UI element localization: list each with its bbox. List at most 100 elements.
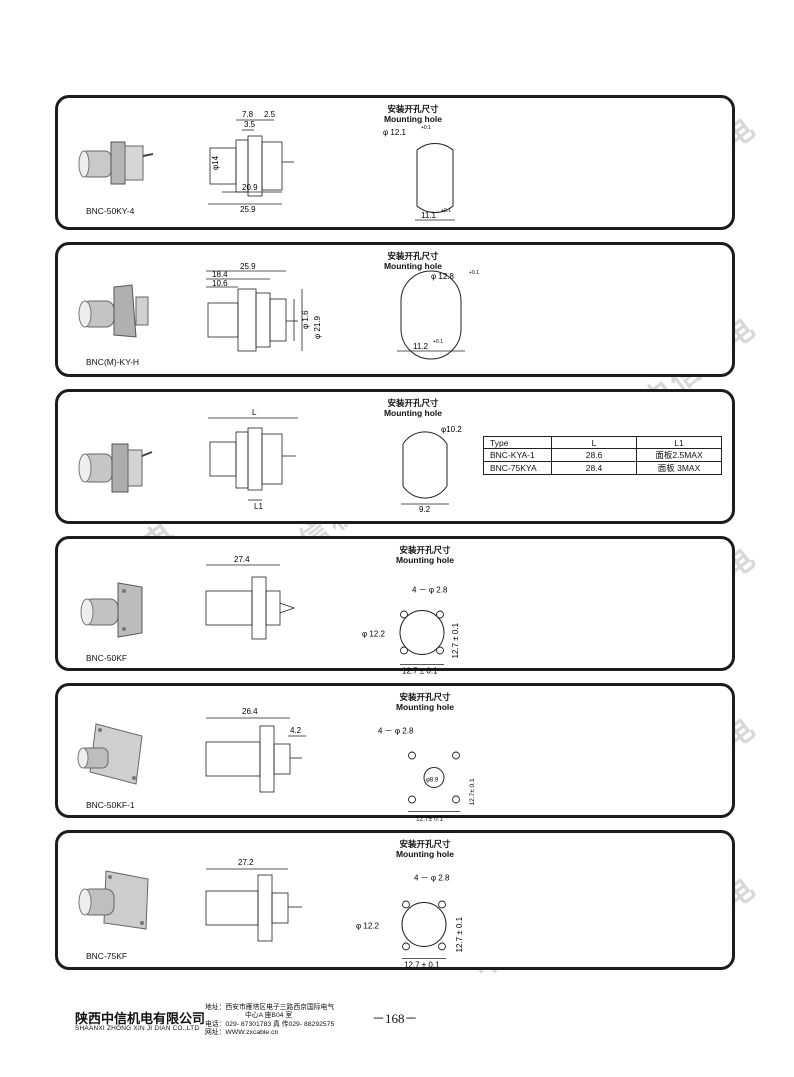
product-card-bnc-75kf: BNC-75KF 27.2 安装开孔尺寸 Mounting hole 4 － φ… [55, 830, 735, 970]
hole-dim: 12.7 ± 0.1 [455, 916, 464, 952]
hole-dim: 9.2 [419, 505, 431, 514]
table-cell: BNC-KYA-1 [483, 448, 552, 462]
dimension-drawing: L L1 [208, 408, 298, 511]
hole-dim: 12.7 ± 0.1 [402, 667, 438, 676]
mounting-hole-drawing: 4 － φ 2.8 φ 12.2 12.7 ± 0.1 12.7 ± 0.1 [356, 874, 464, 970]
mounting-hole-title: 安装开孔尺寸 Mounting hole [358, 251, 468, 271]
page-number: －168－ [372, 1011, 418, 1026]
dimension-drawing: 25.9 18.4 10.6 φ 1.6 φ 21.9 [206, 262, 322, 352]
hole-dim: 4 － φ 2.8 [378, 727, 414, 736]
model-label: BNC-75KF [86, 951, 128, 961]
mounting-hole-title: 安装开孔尺寸 Mounting hole [370, 545, 480, 565]
dim-label: 4.2 [290, 726, 302, 735]
dimension-drawing: 26.4 4.2 [205, 707, 306, 793]
hole-dim: 12.7 ± 0.1 [404, 961, 440, 970]
dim-label: 27.4 [234, 555, 250, 564]
mounting-title-cn: 安装开孔尺寸 [387, 104, 439, 114]
table-cell: 28.4 [551, 461, 637, 475]
mounting-title-cn: 安装开孔尺寸 [399, 545, 451, 555]
address-line: 地址：西安市雁塔区电子三路西京国际电气 [205, 1004, 335, 1011]
phone-line: 电话：029- 87301783 真 传029- 88292575 [205, 1020, 335, 1028]
hole-dim: φ 12.2 [362, 630, 386, 639]
hole-tol: +0.1 [441, 208, 451, 214]
hole-dim: φ 12.8 [431, 272, 455, 281]
connector-photo [78, 284, 149, 338]
mounting-title-en: Mounting hole [395, 849, 455, 859]
dim-label: 27.2 [238, 858, 254, 867]
dim-label: 2.5 [264, 110, 276, 119]
mounting-title-cn: 安装开孔尺寸 [387, 251, 439, 261]
mounting-hole-title: 安装开孔尺寸 Mounting hole [358, 398, 468, 418]
hole-tol: +0.1 [433, 339, 443, 345]
dim-label: 7.8 [242, 110, 254, 119]
hole-dim: 11.1 [421, 211, 437, 220]
dim-label: 26.4 [242, 707, 258, 716]
dim-label: 20.9 [242, 183, 258, 192]
dimension-drawing: 27.4 [205, 555, 296, 640]
table-row: BNC-KYA-1 28.6 面板2.5MAX [483, 448, 722, 462]
mounting-title-cn: 安装开孔尺寸 [399, 839, 451, 849]
product-card-bnc-m-ky-h: BNC(M)-KY-H 25.9 18.4 10.6 φ 1.6 φ 21.9 … [55, 242, 735, 377]
mounting-title-en: Mounting hole [383, 114, 443, 124]
contact-info: 地址：西安市雁塔区电子三路西京国际电气 中心A 座B04 室 电话：029- 8… [205, 1004, 334, 1038]
dim-label: φ14 [211, 155, 220, 170]
product-card-bnc-kya: L L1 安装开孔尺寸 Mounting hole φ10.2 9.2 Type… [55, 389, 735, 524]
dim-label: 3.5 [244, 120, 256, 129]
hole-tol: +0.1 [421, 125, 431, 131]
mounting-hole-drawing: φ 12.8 +0.1 11.2 +0.1 [397, 270, 479, 360]
mounting-hole-drawing: φ10.2 9.2 [401, 425, 462, 514]
mounting-hole-title: 安装开孔尺寸 Mounting hole [358, 104, 468, 124]
hole-dim: 12.7± 0.1 [416, 816, 443, 823]
mounting-title-en: Mounting hole [383, 408, 443, 418]
company-name-en: SHAANXI ZHONG XIN JI DIAN CO.,LTD [75, 1025, 200, 1032]
model-label: BNC(M)-KY-H [86, 357, 140, 367]
mounting-title-cn: 安装开孔尺寸 [387, 398, 439, 408]
company-name-cn: 陕西中信机电有限公司 [75, 1011, 206, 1026]
hole-dim: φ10.2 [441, 425, 462, 434]
connector-photo [77, 723, 143, 785]
hole-dim: 11.2 [413, 342, 429, 351]
hole-dim: φ8.9 [426, 778, 439, 784]
dim-label: 18.4 [212, 270, 228, 279]
hole-dim: 4 － φ 2.8 [414, 874, 450, 883]
hole-tol: +0.1 [469, 270, 479, 276]
mounting-title-cn: 安装开孔尺寸 [399, 692, 451, 702]
table-cell: BNC-75KYA [483, 461, 552, 475]
hole-dim: φ 12.2 [356, 922, 380, 931]
hole-dim: 12.7± 0.1 [469, 778, 476, 805]
dim-label: φ 21.9 [313, 315, 322, 339]
hole-dim: φ 12.1 [383, 128, 407, 137]
mounting-title-en: Mounting hole [395, 702, 455, 712]
connector-photo [80, 582, 143, 638]
table-cell: 面板 3MAX [636, 461, 722, 475]
dimension-drawing: 7.8 2.5 3.5 φ14 20.9 25.9 [208, 110, 294, 214]
mounting-hole-drawing: 4 － φ 2.8 φ8.9 12.7± 0.1 12.7± 0.1 [378, 727, 476, 823]
hole-dim: 4 － φ 2.8 [412, 586, 448, 595]
hole-dim: 12.7 ± 0.1 [451, 622, 460, 658]
mounting-hole-drawing: φ 12.1 +0.1 11.1 +0.1 [383, 125, 455, 221]
model-label: BNC-50KF-1 [86, 800, 135, 810]
dim-label: L1 [254, 502, 263, 511]
mounting-hole-title: 安装开孔尺寸 Mounting hole [370, 839, 480, 859]
mounting-title-en: Mounting hole [395, 555, 455, 565]
table-cell: 面板2.5MAX [636, 448, 722, 462]
product-card-bnc-50ky-4: BNC-50KY-4 7.8 2.5 3.5 φ14 20.9 25.9 安装开… [55, 95, 735, 230]
table-header-row: Type L L1 [483, 436, 722, 449]
connector-photo [78, 141, 154, 185]
mounting-title-en: Mounting hole [383, 261, 443, 271]
table-cell: 28.6 [551, 448, 637, 462]
spec-table: Type L L1 BNC-KYA-1 28.6 面板2.5MAX BNC-75… [483, 436, 722, 475]
mounting-hole-drawing: 4 － φ 2.8 φ 12.2 12.7 ± 0.1 12.7 ± 0.1 [362, 586, 460, 676]
product-card-bnc-50kf-1: BNC-50KF-1 26.4 4.2 安装开孔尺寸 Mounting hole… [55, 683, 735, 823]
connector-photo [78, 870, 149, 930]
dim-label: 10.6 [212, 279, 228, 288]
dimension-drawing: 27.2 [205, 858, 302, 942]
table-header: L [551, 436, 637, 449]
connector-photo [78, 443, 153, 493]
dim-label: 25.9 [240, 262, 256, 271]
dim-label: 25.9 [240, 205, 256, 214]
table-header: L1 [636, 436, 722, 449]
product-card-bnc-50kf: BNC-50KF 27.4 安装开孔尺寸 Mounting hole 4 － φ… [55, 536, 735, 676]
dim-label: φ 1.6 [301, 310, 310, 329]
mounting-hole-title: 安装开孔尺寸 Mounting hole [370, 692, 480, 712]
